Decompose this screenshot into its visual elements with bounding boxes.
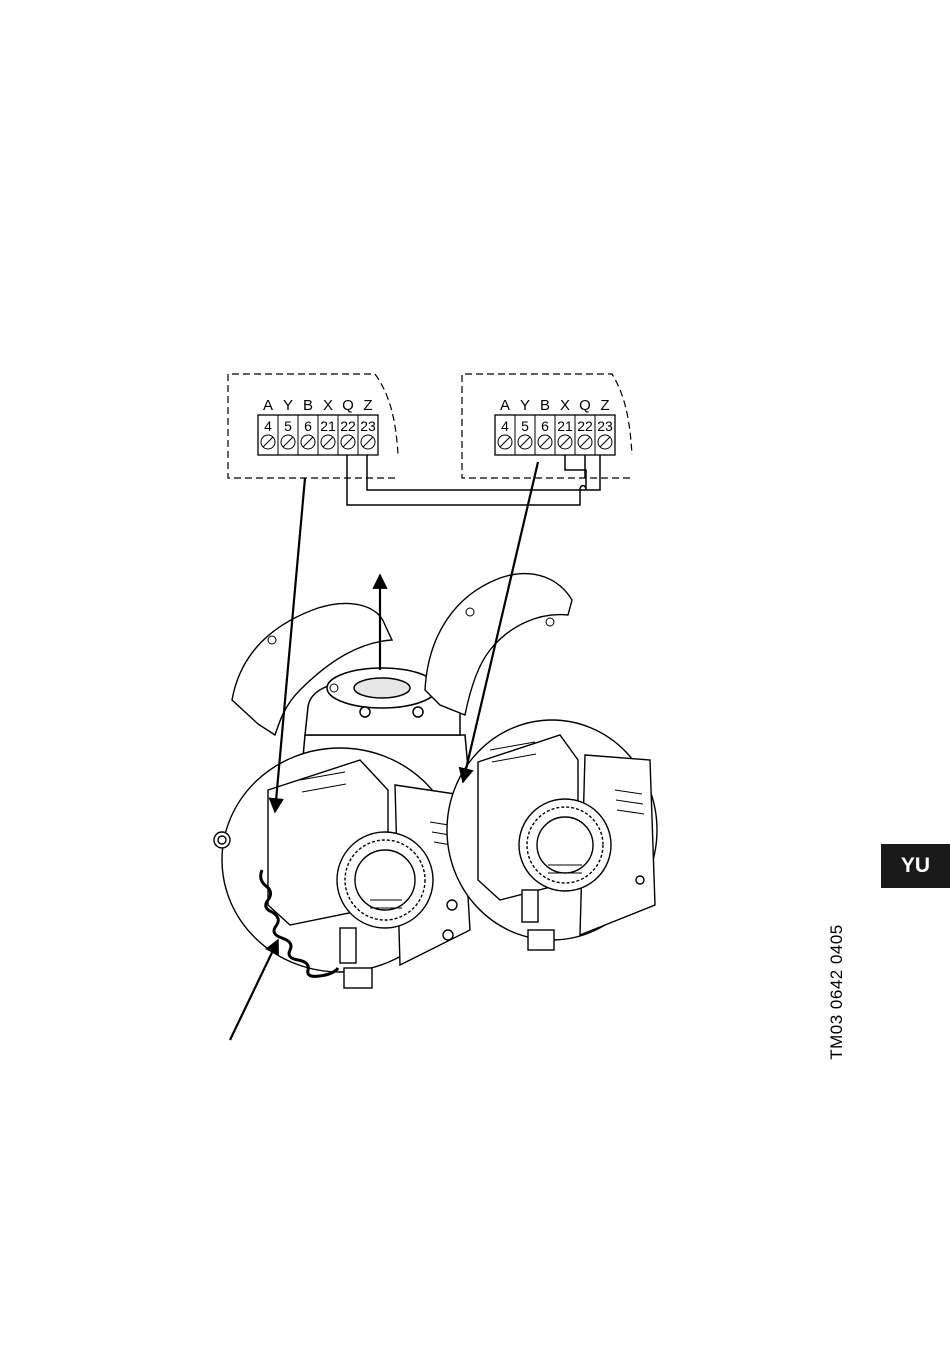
left-letter-q: Q [342,397,354,414]
left-letter-b: B [303,397,313,414]
left-letter-y: Y [283,397,293,414]
right-pump-head [447,720,657,950]
left-letter-z: Z [363,397,372,414]
left-terminal-block: A Y B X Q Z 4 5 6 21 22 23 [258,397,378,455]
right-letter-z: Z [600,397,609,414]
right-letter-q: Q [579,397,591,414]
right-letter-y: Y [520,397,530,414]
left-letter-x: X [323,397,333,414]
right-number-5: 5 [521,418,529,434]
left-number-6: 6 [304,418,312,434]
right-letter-x: X [560,397,570,414]
right-number-22: 22 [577,418,593,434]
left-number-5: 5 [284,418,292,434]
right-number-21: 21 [557,418,573,434]
left-number-21: 21 [320,418,336,434]
left-number-23: 23 [360,418,376,434]
right-cover [425,574,572,715]
right-letter-b: B [540,397,550,414]
right-terminal-block: A Y B X Q Z 4 5 6 21 22 23 [495,397,615,455]
language-tab: YU [881,844,950,888]
arrow-cable-pointer [230,940,278,1040]
left-letter-a: A [263,397,273,414]
right-letter-a: A [500,397,510,414]
right-number-4: 4 [501,418,509,434]
right-number-6: 6 [541,418,549,434]
left-number-22: 22 [340,418,356,434]
figure-reference-text: TM03 0642 0405 [827,924,847,1060]
interconnect-wires [347,455,600,505]
left-number-4: 4 [264,418,272,434]
right-number-23: 23 [597,418,613,434]
